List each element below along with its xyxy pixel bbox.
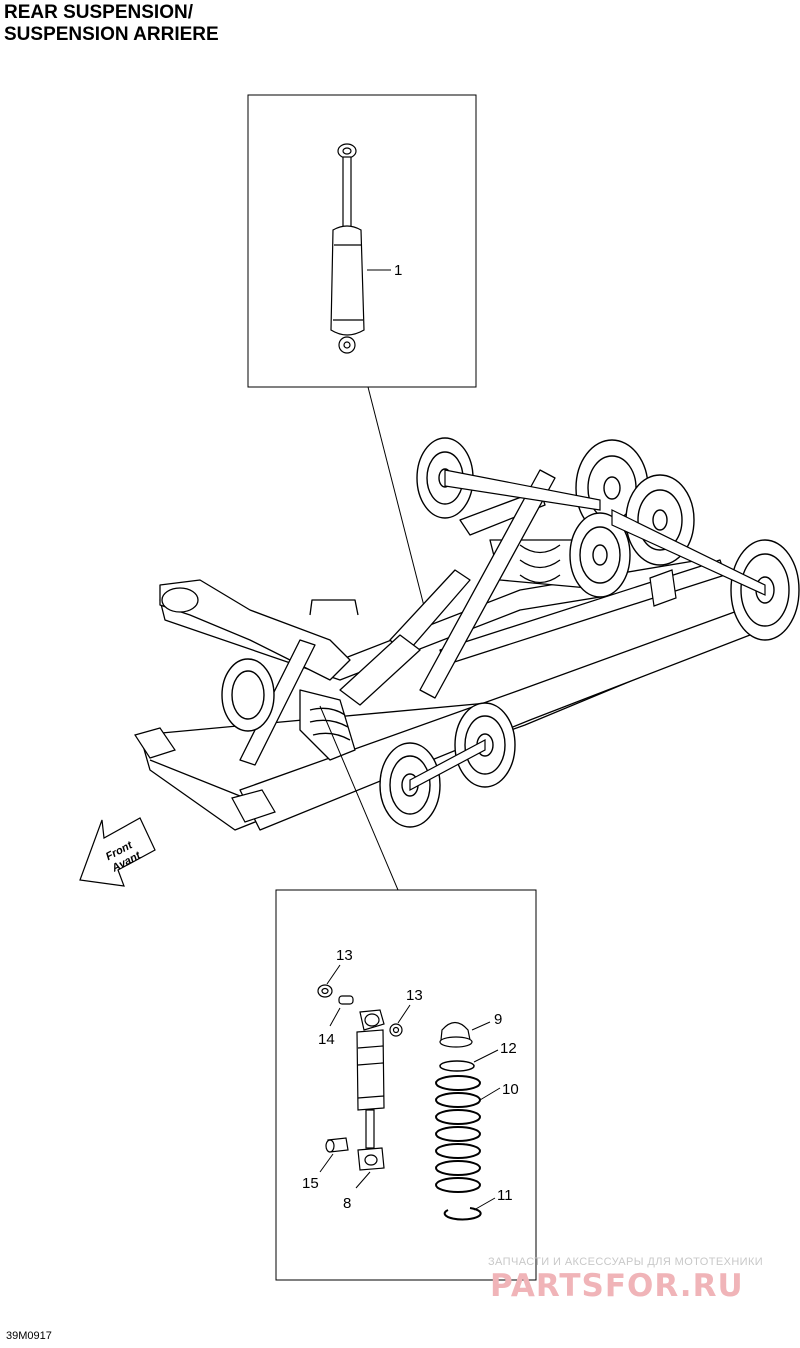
detail-box-shock bbox=[247, 94, 477, 388]
center-shock-absorber[interactable] bbox=[356, 1009, 385, 1171]
page-title: REAR SUSPENSION/ SUSPENSION ARRIERE bbox=[4, 2, 219, 46]
sleeve-14[interactable] bbox=[338, 995, 354, 1005]
leader-line-top bbox=[367, 386, 426, 611]
callout-13-right: 13 bbox=[406, 987, 423, 1004]
callout-9: 9 bbox=[494, 1011, 502, 1028]
callout-13-left: 13 bbox=[336, 947, 353, 964]
callout-1: 1 bbox=[394, 262, 402, 279]
snap-ring-11[interactable] bbox=[443, 1207, 482, 1221]
bushing-13-left[interactable] bbox=[317, 984, 333, 998]
bushing-15[interactable] bbox=[325, 1137, 349, 1153]
watermark-caption: ЗАПЧАСТИ И АКСЕССУАРЫ ДЛЯ МОТОТЕХНИКИ bbox=[488, 1256, 764, 1268]
callout-12: 12 bbox=[500, 1040, 517, 1057]
leader-line-bottom bbox=[319, 705, 399, 891]
wheel-axles bbox=[409, 469, 766, 791]
title-line-1: REAR SUSPENSION/ bbox=[4, 2, 193, 23]
bushing-13-right[interactable] bbox=[389, 1023, 403, 1037]
callout-10: 10 bbox=[502, 1081, 519, 1098]
callout-14: 14 bbox=[318, 1031, 335, 1048]
figure-code: 39M0917 bbox=[6, 1330, 52, 1342]
suspension-assembly[interactable] bbox=[139, 469, 751, 831]
rear-shock-part[interactable] bbox=[330, 143, 365, 354]
coil-spring-10[interactable] bbox=[435, 1075, 481, 1193]
detail-box-center-shock bbox=[275, 889, 537, 1281]
callout-15: 15 bbox=[302, 1175, 319, 1192]
front-direction-arrow: Front Avant bbox=[79, 817, 156, 887]
callout-11: 11 bbox=[497, 1187, 513, 1204]
watermark-logo: PARTSFOR.RU bbox=[490, 1268, 744, 1304]
rail-end-caps bbox=[134, 569, 677, 823]
title-line-2: SUSPENSION ARRIERE bbox=[4, 24, 219, 45]
callout-8: 8 bbox=[343, 1195, 351, 1212]
spring-seat-9[interactable] bbox=[439, 1021, 473, 1048]
ring-12[interactable] bbox=[439, 1060, 475, 1072]
